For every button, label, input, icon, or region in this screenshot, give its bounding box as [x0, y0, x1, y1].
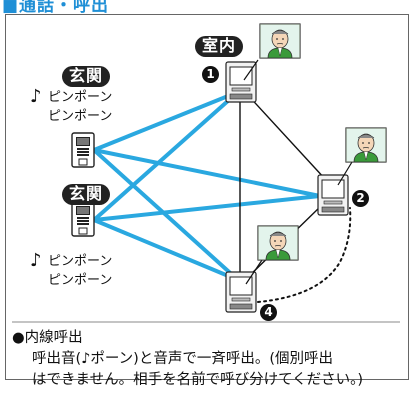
indoor-monitor-2: [317, 174, 349, 216]
number-4-marker: 4: [260, 304, 277, 321]
indoor-badge: 室内: [195, 36, 244, 57]
music-note-icon: ♪: [30, 250, 42, 271]
entrance-badge-1: 玄関: [62, 66, 111, 87]
chime-1-line1: ピンポーン: [48, 90, 113, 105]
caption: 内線呼出 呼出音(♪ポーン)と音声で一斉呼出。(個別呼出 はできません。相手を名…: [12, 328, 363, 391]
chime-1: ♪ ピンポーン ピンポーン: [30, 87, 113, 126]
chime-2: ♪ ピンポーン ピンポーン: [30, 251, 113, 290]
face-screen-4: [245, 225, 299, 285]
header-bar: ■通話・呼出: [0, 0, 419, 16]
face-screen-2: [337, 127, 387, 186]
chime-2-line1: ピンポーン: [48, 254, 113, 269]
face-screen-1: [243, 23, 301, 81]
entrance-intercom-1: [71, 132, 95, 168]
caption-line-2: はできません。相手を名前で呼び分けてください。): [32, 372, 364, 388]
number-1-marker: 1: [202, 66, 219, 83]
music-note-icon: ♪: [30, 86, 42, 107]
chime-1-line2: ピンポーン: [48, 109, 113, 124]
chime-2-line2: ピンポーン: [48, 273, 113, 288]
caption-line-1: 呼出音(♪ポーン)と音声で一斉呼出。(個別呼出: [32, 351, 333, 367]
entrance-intercom-2: [71, 201, 95, 237]
caption-heading: 内線呼出: [12, 328, 363, 349]
entrance-badge-2: 玄関: [62, 184, 111, 205]
page-title: ■通話・呼出: [2, 0, 110, 16]
indoor-monitor-4: [225, 271, 257, 313]
dotted-connection: [257, 207, 352, 303]
indoor-monitor-1: [225, 61, 257, 103]
number-2-marker: 2: [352, 190, 369, 207]
blue-connection-lines: [92, 90, 321, 282]
